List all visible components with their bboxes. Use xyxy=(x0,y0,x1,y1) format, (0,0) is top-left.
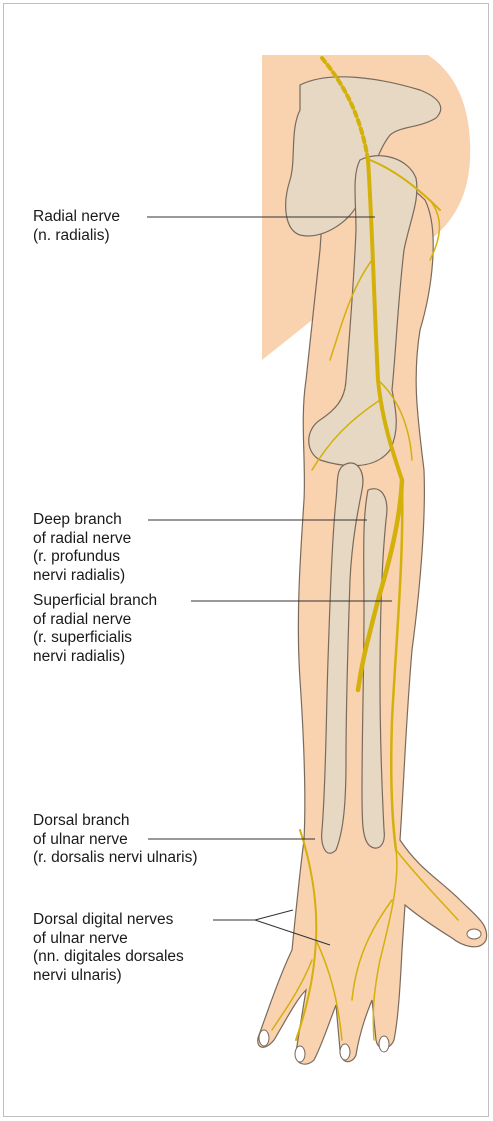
label-dorsal-digital-nerves: Dorsal digital nerves of ulnar nerve (nn… xyxy=(33,911,184,985)
nail-1 xyxy=(259,1030,269,1046)
label-dorsal-line1: Dorsal branch xyxy=(33,812,198,831)
label-deep-line2: of radial nerve xyxy=(33,530,131,549)
label-digital-line4: nervi ulnaris) xyxy=(33,967,184,986)
label-dorsal-line3: (r. dorsalis nervi ulnaris) xyxy=(33,849,198,868)
label-dorsal-branch: Dorsal branch of ulnar nerve (r. dorsali… xyxy=(33,812,198,868)
nail-4 xyxy=(379,1036,389,1052)
label-deep-line4: nervi radialis) xyxy=(33,567,131,586)
label-radial-line1: Radial nerve xyxy=(33,208,120,227)
label-superficial-line3: (r. superficialis xyxy=(33,629,157,648)
nail-2 xyxy=(295,1046,305,1062)
nail-5 xyxy=(467,929,481,939)
label-superficial-line1: Superficial branch xyxy=(33,592,157,611)
label-deep-line1: Deep branch xyxy=(33,511,131,530)
label-radial-nerve: Radial nerve (n. radialis) xyxy=(33,208,120,245)
label-dorsal-line2: of ulnar nerve xyxy=(33,831,198,850)
label-radial-line2: (n. radialis) xyxy=(33,227,120,246)
label-deep-branch: Deep branch of radial nerve (r. profundu… xyxy=(33,511,131,585)
label-superficial-line4: nervi radialis) xyxy=(33,648,157,667)
label-digital-line3: (nn. digitales dorsales xyxy=(33,948,184,967)
label-deep-line3: (r. profundus xyxy=(33,548,131,567)
leader-digital-b xyxy=(255,910,293,920)
nail-3 xyxy=(340,1044,350,1060)
label-superficial-line2: of radial nerve xyxy=(33,611,157,630)
label-superficial-branch: Superficial branch of radial nerve (r. s… xyxy=(33,592,157,666)
label-digital-line2: of ulnar nerve xyxy=(33,930,184,949)
label-digital-line1: Dorsal digital nerves xyxy=(33,911,184,930)
